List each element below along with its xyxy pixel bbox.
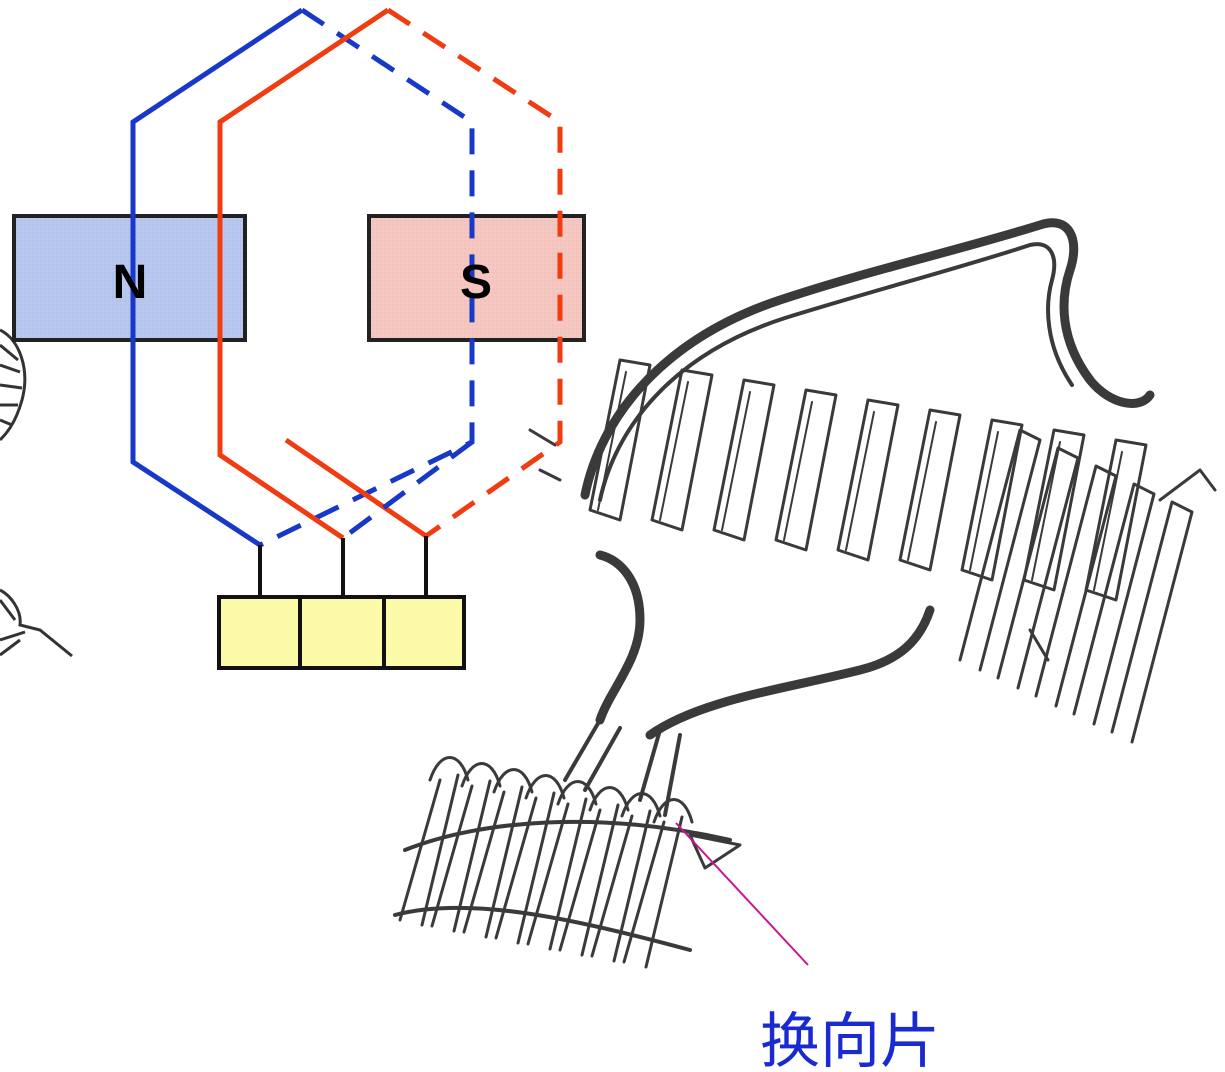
armature-winding-sketch [393,218,1217,969]
sketch-tooth-hatch [1031,441,1061,581]
sketch-left-wire [528,428,562,482]
sketch-core-tooth [836,398,900,562]
sketch-commutator-bar [494,791,556,945]
sketch-tooth-hatch [1093,451,1123,591]
sketch-commutator-bar [622,815,684,969]
sketch-core-tooth [1022,428,1086,592]
sketch-commutator-bar-top [428,756,470,782]
red-coil-inner-segment [284,437,428,539]
commutator-leads [258,536,428,598]
commutator-segments-box [217,595,466,670]
sketch-commutator-bar-top [588,786,630,812]
red-coil-loop [217,7,563,541]
sketch-commutator-bar-top [620,792,662,818]
south-pole-magnet [367,214,586,342]
sketch-commutator-bar-top [492,768,534,794]
blue-coil-solid-segment [130,7,304,548]
sketch-commutator-rim-top [403,819,732,852]
sketch-commutator-bar [558,803,620,957]
sketch-tooth-hatch [721,391,751,531]
sketch-commutator-bar [462,785,524,939]
sketch-commutator-bar-top [556,780,598,806]
sketch-coil-side [1110,500,1194,744]
sketch-upper-band-inner [598,242,1074,502]
sketch-lower-band-outer [645,605,935,740]
sketch-tooth-hatch [907,421,937,561]
sketch-core-tooth [960,418,1024,582]
sketch-core-tooth [588,358,652,522]
north-pole-magnet [12,214,247,342]
sketch-tooth-hatch [597,371,627,511]
sketch-commutator-arrow [688,833,742,870]
sketch-tooth-hatch [783,401,813,541]
sketch-commutator-bar-top [652,798,694,824]
blue-coil-return-dashed [341,439,474,541]
sketch-commutator-riser [563,718,682,817]
sketch-commutator-bar [398,773,460,927]
red-coil-dashed-segment [386,7,563,539]
sketch-coil-side [1034,464,1118,708]
sketch-right-wire [1158,468,1217,502]
sketch-right-wire-end [1028,628,1050,662]
sketch-lower-band-left [595,550,645,725]
sketch-core-tooth [712,378,776,542]
sketch-coil-side [958,428,1042,672]
commutator-segment-label: 换向片 [760,1007,940,1072]
sketch-commutator-bar [526,797,588,951]
sketch-tooth-hatch [659,381,689,521]
commutator-pointer-line [675,822,809,966]
south-pole-label: S [460,256,492,309]
north-pole-label: N [113,256,148,309]
sketch-coil-side [996,446,1080,690]
sketch-tooth-hatch [845,411,875,551]
sketch-core-tooth [774,388,838,552]
left-edge-sketch [0,328,73,658]
sketch-core-tooth [1084,438,1148,602]
sketch-commutator-bar-top [524,774,566,800]
sketch-tooth-hatch [969,431,999,571]
red-coil-solid-segment [217,7,390,541]
sketch-core-tooth [650,368,714,532]
sketch-commutator-bar [590,809,652,963]
sketch-core-tooth [898,408,962,572]
sketch-commutator-rim-bottom [393,905,692,952]
sketch-upper-band-outer [580,218,1155,500]
sketch-commutator-bar-top [460,762,502,788]
sketch-coil-side [1072,482,1156,726]
